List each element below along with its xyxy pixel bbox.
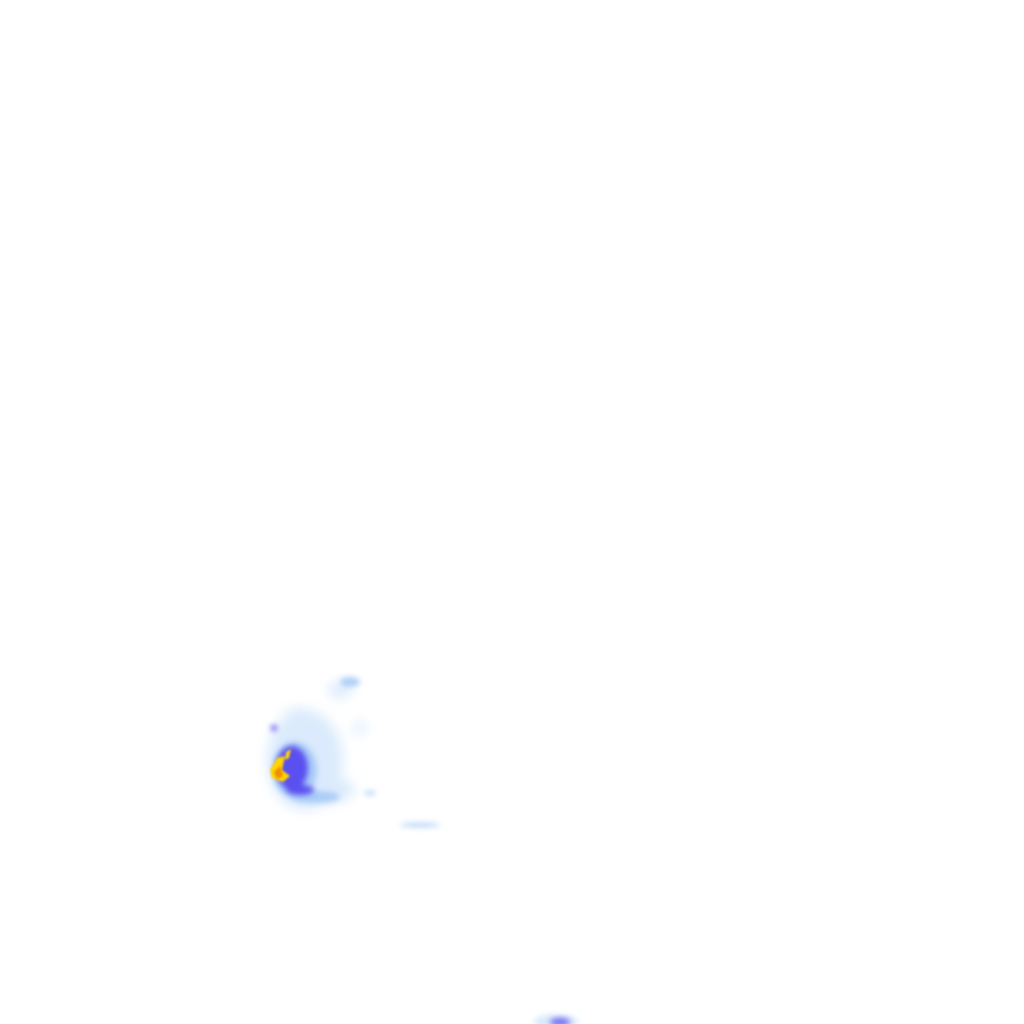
heat-cluster-bottom (534, 1014, 578, 1024)
heat-cluster-main (267, 677, 440, 827)
